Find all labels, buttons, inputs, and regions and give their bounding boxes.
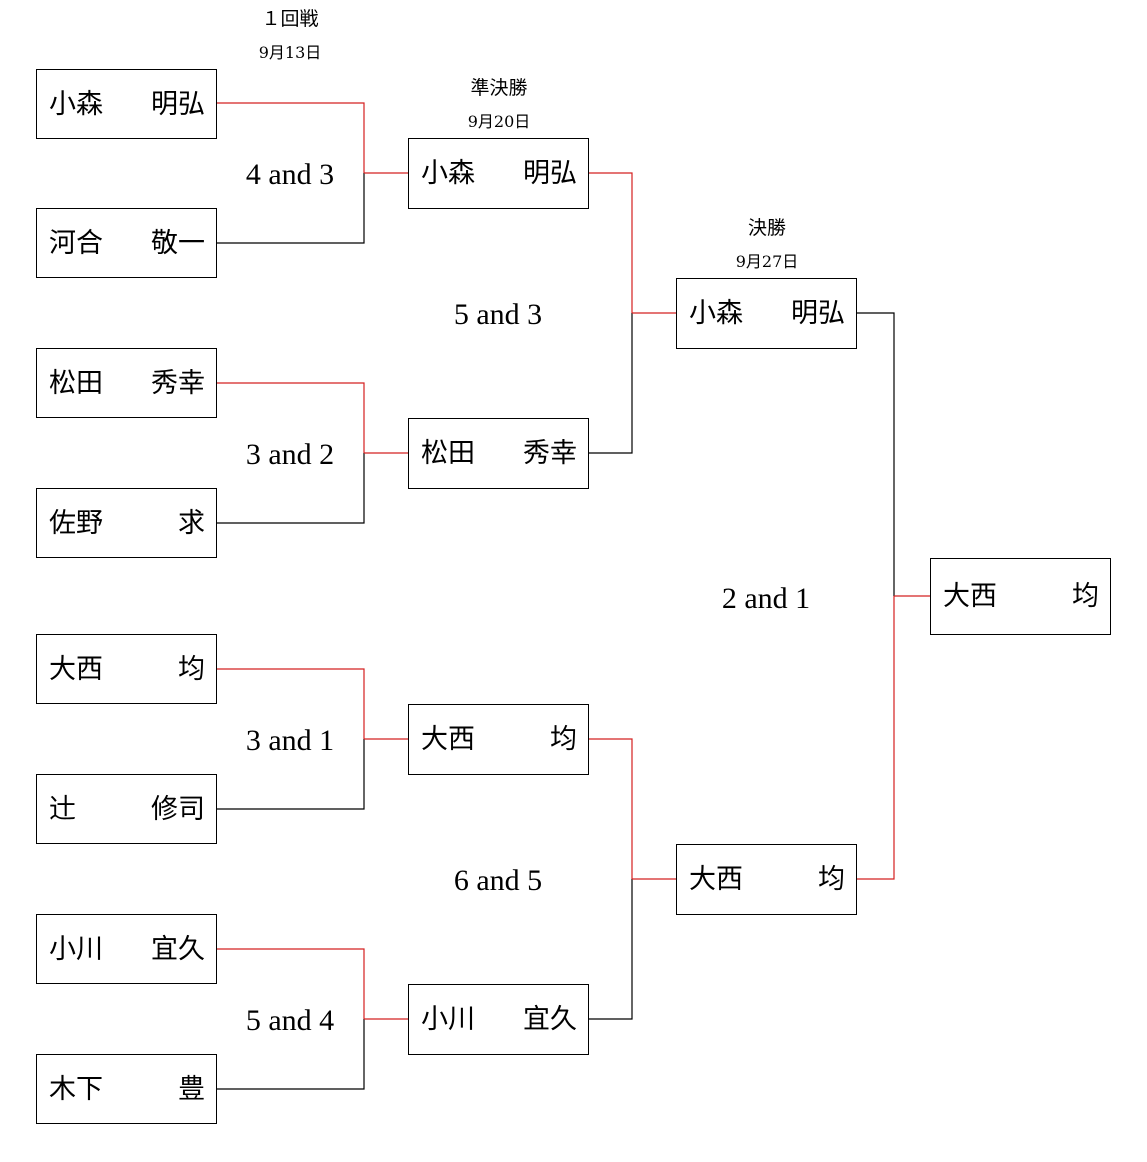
semifinal-player-box: 小川 宜久	[408, 984, 589, 1055]
player-surname: 松田	[421, 438, 475, 469]
final-player-box: 小森 明弘	[676, 278, 857, 349]
player-given-name: 求	[178, 507, 205, 539]
player-surname: 辻	[49, 793, 76, 825]
semifinal-player-box: 小森 明弘	[408, 138, 589, 209]
champion-surname: 大西	[943, 581, 997, 612]
round1-player-box: 松田 秀幸	[36, 348, 217, 418]
player-given-name: 均	[550, 724, 577, 755]
match-score: 6 and 5	[453, 864, 543, 897]
semifinal-date: 9月20日	[467, 112, 531, 131]
player-surname: 河合	[49, 227, 103, 259]
player-surname: 小森	[49, 88, 103, 120]
final-label: 決勝	[747, 217, 786, 239]
winner-connector	[857, 596, 895, 880]
player-given-name: 秀幸	[151, 367, 205, 399]
champion-given-name: 均	[1072, 581, 1099, 612]
champion-box: 大西 均	[930, 558, 1111, 635]
round1-player-box: 辻 修司	[36, 774, 217, 844]
loser-connector	[217, 739, 365, 810]
player-surname: 大西	[49, 653, 103, 685]
player-given-name: 豊	[178, 1073, 205, 1105]
player-surname: 佐野	[49, 507, 103, 539]
match-score: 5 and 3	[453, 298, 543, 331]
loser-connector	[217, 1019, 365, 1090]
player-given-name: 均	[818, 864, 845, 895]
player-surname: 大西	[689, 864, 743, 895]
winner-connector	[217, 948, 365, 1019]
round1-player-box: 小川 宜久	[36, 914, 217, 984]
player-surname: 小森	[421, 158, 475, 189]
player-surname: 木下	[49, 1073, 103, 1105]
round1-player-box: 佐野 求	[36, 488, 217, 558]
round1-label: １回戦	[261, 8, 319, 30]
player-given-name: 宜久	[523, 1004, 577, 1035]
match-score: 4 and 3	[245, 158, 335, 191]
player-given-name: 修司	[151, 793, 205, 825]
match-score: 3 and 1	[245, 724, 335, 757]
loser-connector	[857, 312, 895, 596]
player-surname: 小川	[49, 933, 103, 965]
player-surname: 松田	[49, 367, 103, 399]
round1-player-box: 河合 敬一	[36, 208, 217, 278]
final-player-box: 大西 均	[676, 844, 857, 915]
winner-connector	[589, 738, 633, 879]
player-given-name: 宜久	[151, 933, 205, 965]
player-given-name: 敬一	[151, 227, 205, 259]
player-given-name: 明弘	[523, 158, 577, 189]
match-score: 5 and 4	[245, 1004, 335, 1037]
player-surname: 小森	[689, 298, 743, 329]
winner-connector	[217, 382, 365, 453]
match-score: 3 and 2	[245, 438, 335, 471]
player-given-name: 秀幸	[523, 438, 577, 469]
player-surname: 小川	[421, 1004, 475, 1035]
semifinal-player-box: 大西 均	[408, 704, 589, 775]
player-given-name: 明弘	[151, 88, 205, 120]
winner-connector	[589, 172, 633, 313]
player-given-name: 明弘	[791, 298, 845, 329]
loser-connector	[589, 879, 633, 1020]
round1-player-box: 小森 明弘	[36, 69, 217, 139]
loser-connector	[589, 313, 633, 454]
winner-connector	[217, 668, 365, 739]
final-match-score: 2 and 1	[721, 582, 811, 615]
player-given-name: 均	[178, 653, 205, 685]
final-date: 9月27日	[735, 252, 799, 271]
player-surname: 大西	[421, 724, 475, 755]
round1-player-box: 大西 均	[36, 634, 217, 704]
round1-date: 9月13日	[258, 43, 322, 62]
semifinal-label: 準決勝	[470, 77, 528, 99]
round1-player-box: 木下 豊	[36, 1054, 217, 1124]
loser-connector	[217, 453, 365, 524]
loser-connector	[217, 173, 365, 244]
semifinal-player-box: 松田 秀幸	[408, 418, 589, 489]
winner-connector	[217, 102, 365, 173]
